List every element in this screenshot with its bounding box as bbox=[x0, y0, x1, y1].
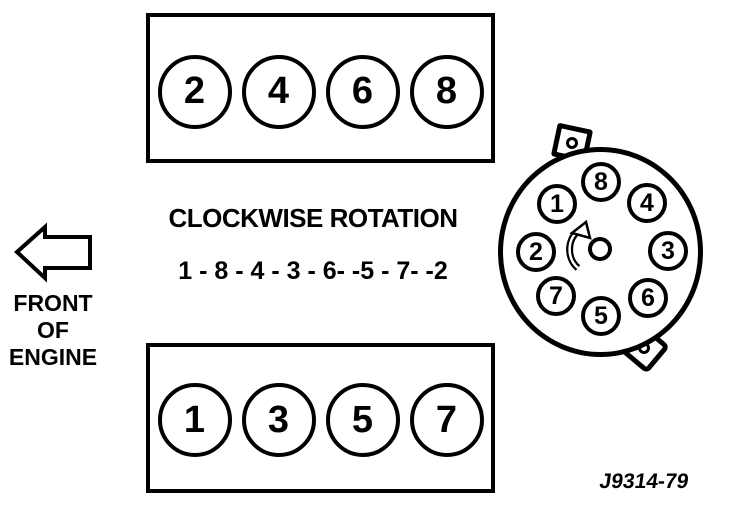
cylinder-bank-even: 2 4 6 8 bbox=[146, 13, 495, 163]
cylinder-bank-odd: 1 3 5 7 bbox=[146, 343, 495, 493]
distributor-cap: 8 4 3 6 5 7 2 1 bbox=[498, 122, 703, 375]
distributor-terminal-4: 4 bbox=[627, 183, 667, 223]
cylinder-6: 6 bbox=[325, 54, 400, 129]
cylinder-7: 7 bbox=[409, 383, 484, 457]
firing-order-text: 1 - 8 - 4 - 3 - 6- -5 - 7- -2 bbox=[178, 257, 448, 285]
figure-code: J9314-79 bbox=[598, 470, 691, 493]
cylinder-5: 5 bbox=[325, 383, 400, 457]
front-of-engine-label: FRONT OF ENGINE bbox=[0, 290, 106, 371]
distributor-terminal-6: 6 bbox=[628, 278, 668, 318]
cylinder-2: 2 bbox=[157, 54, 232, 129]
cylinder-3: 3 bbox=[241, 383, 316, 457]
front-label-line-3: ENGINE bbox=[8, 344, 98, 370]
distributor-terminal-8: 8 bbox=[581, 162, 621, 202]
rotation-direction-label: CLOCKWISE ROTATION bbox=[168, 203, 458, 233]
distributor-terminal-3: 3 bbox=[648, 231, 688, 271]
mounting-hole-icon bbox=[564, 135, 580, 151]
distributor-terminal-2: 2 bbox=[516, 232, 556, 272]
distributor-terminal-1: 1 bbox=[537, 184, 577, 224]
front-label-line-2: OF bbox=[37, 317, 69, 343]
distributor-center-post bbox=[588, 237, 612, 261]
distributor-terminal-7: 7 bbox=[536, 276, 576, 316]
front-of-engine-arrow-icon bbox=[14, 222, 92, 283]
cylinder-8: 8 bbox=[409, 54, 484, 129]
cylinder-4: 4 bbox=[241, 54, 316, 129]
cylinder-1: 1 bbox=[157, 383, 232, 457]
front-label-line-1: FRONT bbox=[13, 290, 93, 316]
clockwise-rotation-arrow-icon bbox=[566, 219, 592, 271]
distributor-terminal-5: 5 bbox=[581, 296, 621, 336]
